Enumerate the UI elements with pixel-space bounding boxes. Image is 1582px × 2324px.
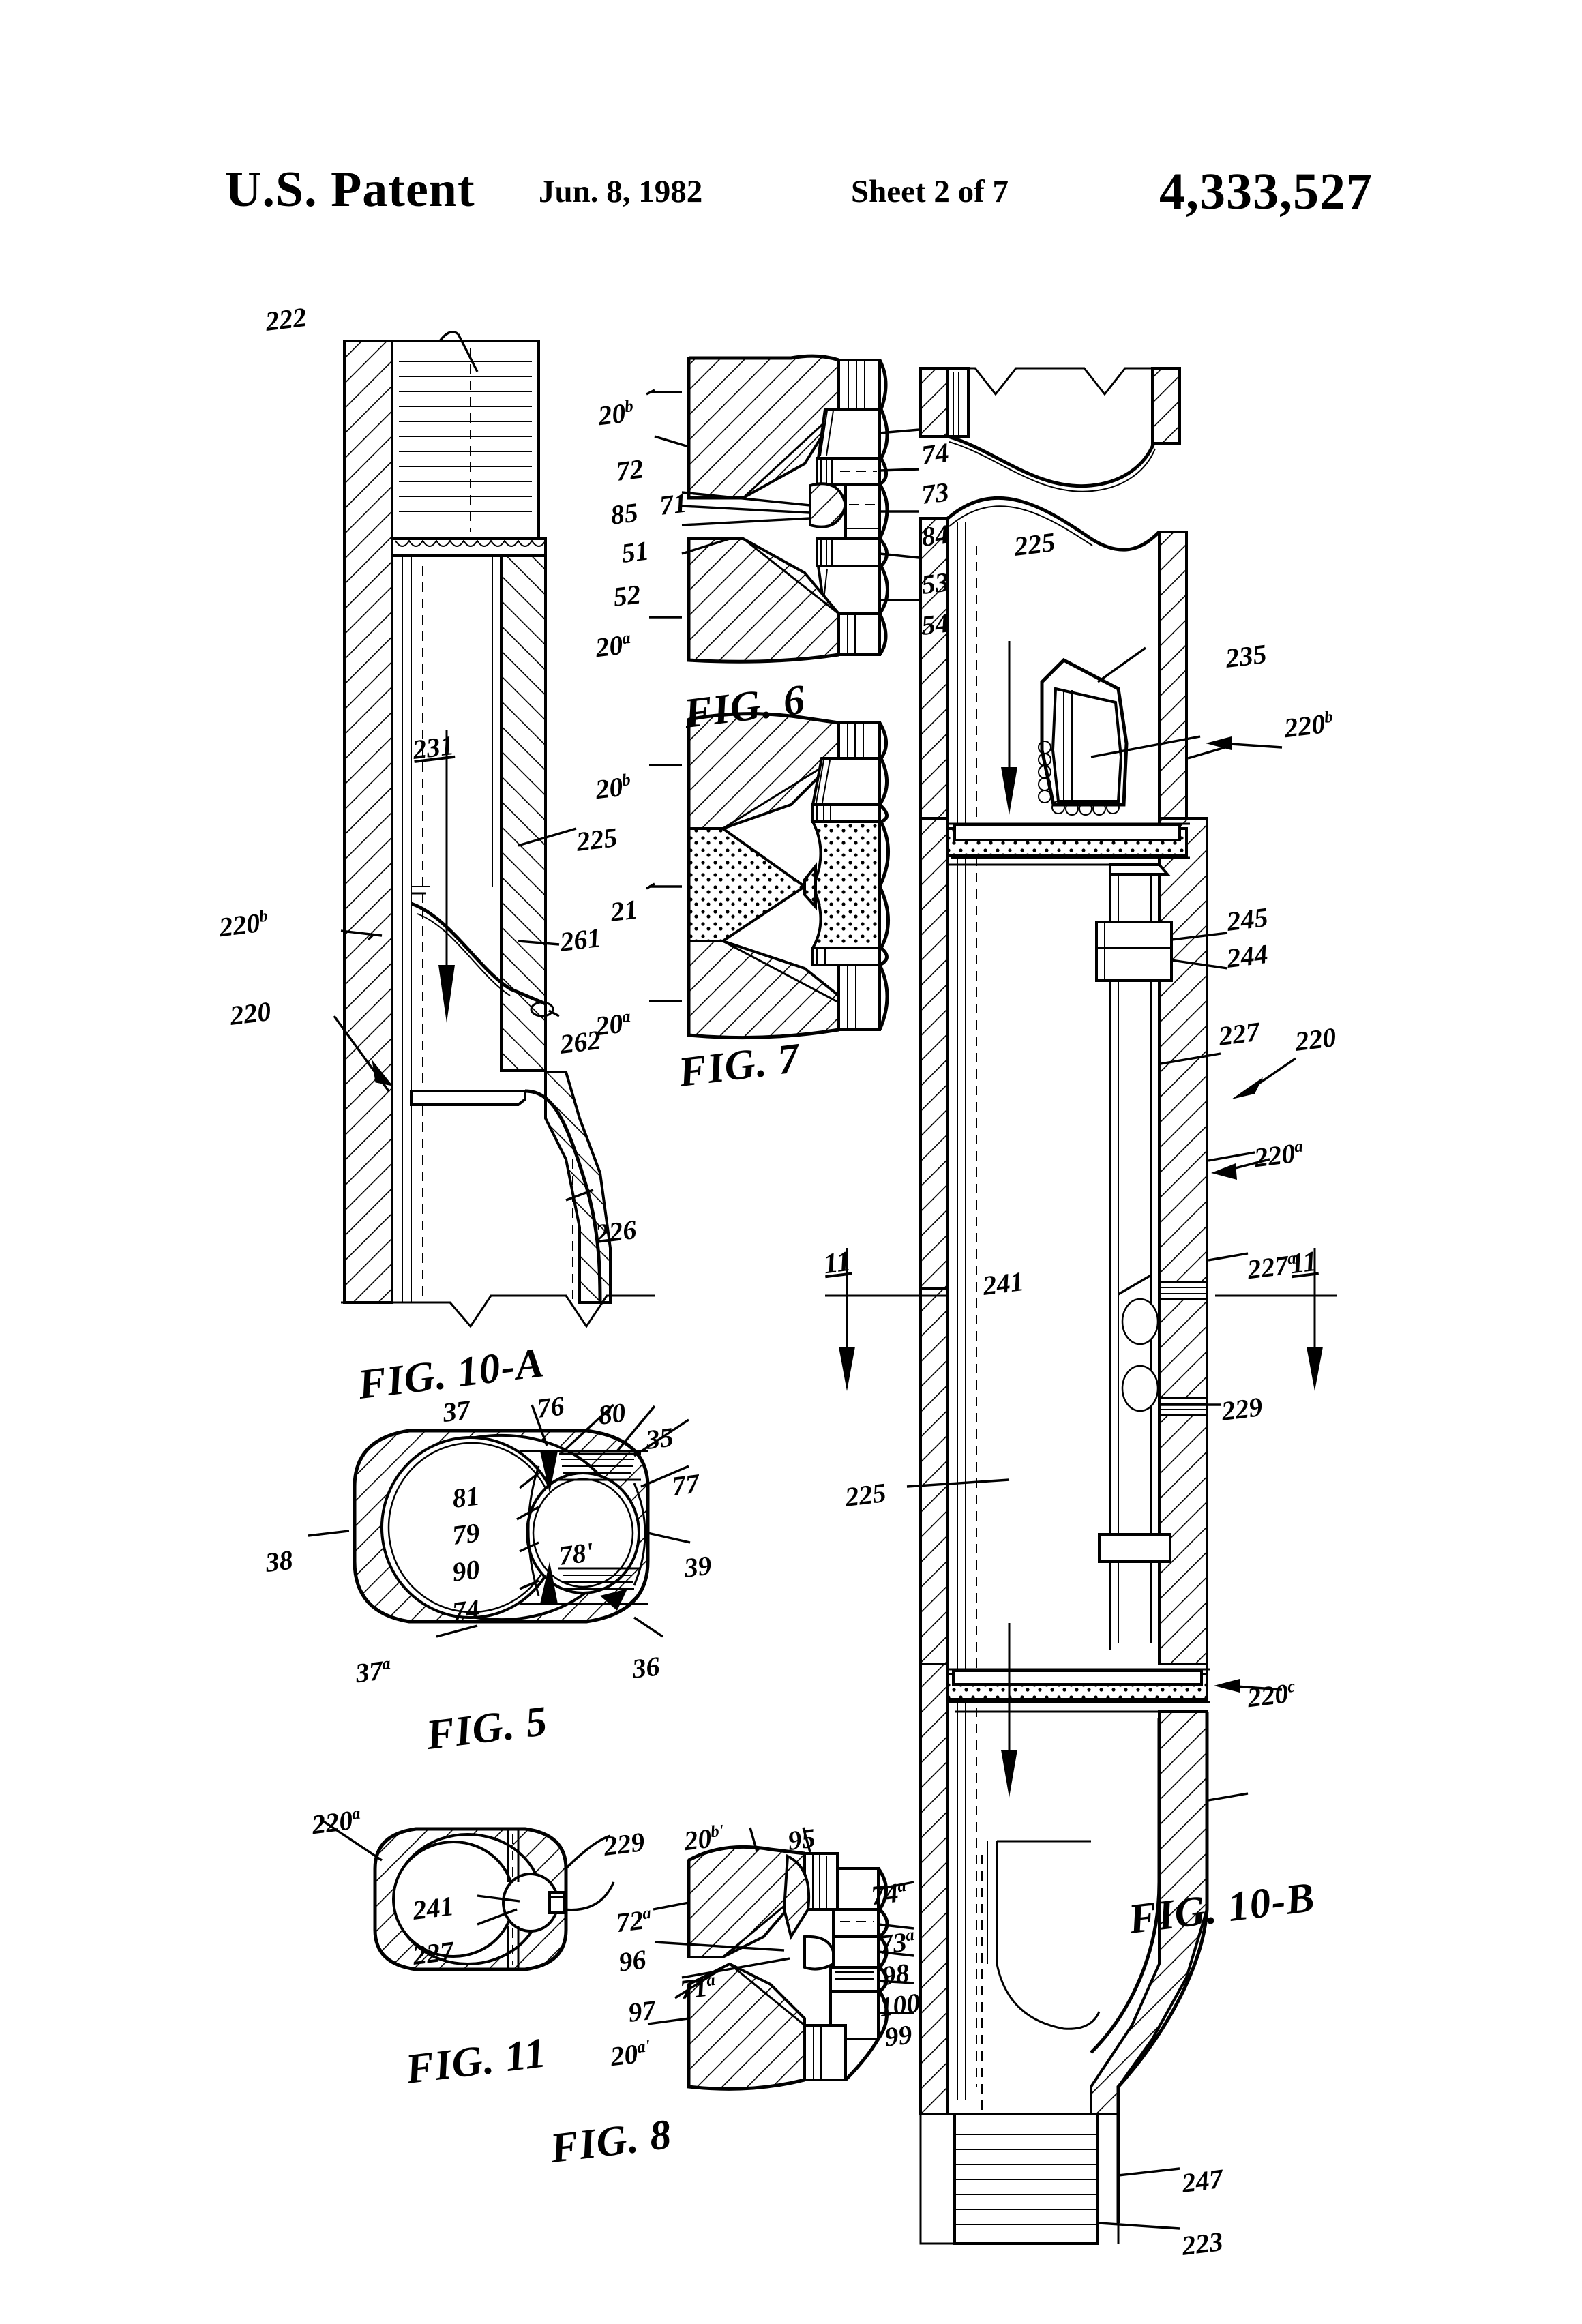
fig10b-label-223: 223 bbox=[1180, 2226, 1225, 2261]
fig10b-label-220c: 220c bbox=[1245, 1677, 1296, 1714]
fig10a-label-231: 231 bbox=[411, 730, 456, 765]
fig8-label-100: 100 bbox=[877, 1987, 922, 2023]
section-line-11 bbox=[825, 1248, 1337, 1391]
fig6-label-51: 51 bbox=[619, 535, 651, 569]
fig5-drawing bbox=[308, 1403, 691, 1638]
fig10a-label-226: 226 bbox=[593, 1214, 638, 1249]
fig6-drawing bbox=[646, 354, 920, 664]
fig6-label-20b: 20b bbox=[596, 396, 635, 432]
fig10b-label-244: 244 bbox=[1225, 938, 1270, 974]
fig8-label-20b: 20b' bbox=[682, 1821, 725, 1857]
fig10b-label-245: 245 bbox=[1225, 902, 1270, 937]
fig10a-leaders bbox=[333, 331, 594, 1202]
fig11-label-229: 229 bbox=[601, 1826, 646, 1862]
fig8-label-95: 95 bbox=[786, 1822, 817, 1856]
fig11-drawing bbox=[320, 1818, 615, 1971]
fig10b-label-227: 227 bbox=[1217, 1016, 1262, 1052]
sheet-header: U.S. Patent Jun. 8, 1982 Sheet 2 of 7 4,… bbox=[0, 161, 1582, 236]
fig10b-label-220: 220 bbox=[1293, 1022, 1338, 1057]
fig5-label-77: 77 bbox=[670, 1468, 701, 1502]
fig5-label-80: 80 bbox=[596, 1397, 627, 1431]
patent-office-title: U.S. Patent bbox=[225, 162, 475, 218]
fig5-label-37: 37 bbox=[441, 1394, 472, 1428]
fig6-label-71: 71 bbox=[657, 487, 689, 521]
fig8-label-73a: 73a bbox=[877, 1925, 916, 1961]
fig10a-label-225: 225 bbox=[574, 822, 619, 857]
fig5-label-39: 39 bbox=[682, 1549, 713, 1583]
fig8-label-74a: 74a bbox=[869, 1876, 908, 1911]
fig8-label-71a: 71a bbox=[678, 1970, 717, 2006]
fig7-label-20b: 20b bbox=[593, 770, 632, 805]
fig8-label-72a: 72a bbox=[614, 1903, 653, 1939]
fig5-label-78: 78' bbox=[556, 1536, 595, 1571]
fig10b-label-247: 247 bbox=[1180, 2163, 1225, 2199]
fig6-label-85: 85 bbox=[608, 496, 640, 531]
patent-date: Jun. 8, 1982 bbox=[539, 174, 703, 209]
fig10b-label-229: 229 bbox=[1219, 1391, 1264, 1427]
fig5-label-81: 81 bbox=[450, 1480, 481, 1514]
patent-number: 4,333,527 bbox=[1159, 163, 1373, 220]
fig5-label-90: 90 bbox=[450, 1553, 481, 1588]
fig10b-label-241: 241 bbox=[981, 1266, 1026, 1301]
fig8-label-98: 98 bbox=[880, 1957, 911, 1991]
fig5-label-38: 38 bbox=[263, 1544, 295, 1578]
fig10b-label-235: 235 bbox=[1223, 638, 1268, 674]
section-mark-left-11: 11 bbox=[822, 1245, 853, 1281]
fig5-label-35: 35 bbox=[644, 1421, 675, 1455]
fig6-label-73: 73 bbox=[919, 476, 951, 510]
fig7-label-21: 21 bbox=[608, 893, 640, 927]
fig10a-drawing bbox=[341, 340, 655, 1328]
fig5-label-76: 76 bbox=[535, 1390, 566, 1424]
fig5-label-79: 79 bbox=[450, 1517, 481, 1551]
fig6-label-72: 72 bbox=[614, 453, 645, 487]
fig6-label-84: 84 bbox=[919, 518, 951, 552]
fig10a-label-220: 220 bbox=[228, 996, 273, 1031]
fig5-label-74: 74 bbox=[450, 1593, 481, 1627]
sheet-number: Sheet 2 of 7 bbox=[851, 174, 1009, 209]
fig8-label-20a: 20a' bbox=[608, 2037, 651, 2072]
fig11-label-241: 241 bbox=[411, 1890, 456, 1926]
fig7-drawing bbox=[646, 712, 890, 1040]
fig11-label-227: 227 bbox=[411, 1935, 456, 1971]
section-mark-right-11: 11 bbox=[1288, 1245, 1319, 1281]
fig6-label-74: 74 bbox=[919, 436, 951, 471]
fig7-label-20a: 20a bbox=[593, 1007, 632, 1042]
fig10b-drawing bbox=[825, 367, 1337, 2245]
fig5-label-36: 36 bbox=[630, 1650, 661, 1684]
fig6-label-52: 52 bbox=[611, 578, 642, 612]
fig10a-label-261: 261 bbox=[558, 922, 603, 957]
fig6-label-20a: 20a bbox=[593, 628, 632, 664]
fig10a-label-222: 222 bbox=[263, 301, 308, 337]
fig6-label-53: 53 bbox=[919, 566, 951, 600]
fig5-label-37a: 37a bbox=[353, 1654, 392, 1689]
fig8-label-96: 96 bbox=[616, 1943, 648, 1978]
fig8-label-99: 99 bbox=[882, 2018, 914, 2053]
fig10b-label-225-bot: 225 bbox=[843, 1477, 888, 1513]
fig10b-label-225-top: 225 bbox=[1012, 526, 1057, 562]
fig8-label-97: 97 bbox=[626, 1994, 657, 2028]
fig6-label-54: 54 bbox=[919, 607, 951, 641]
fig8-drawing bbox=[647, 1827, 914, 2091]
